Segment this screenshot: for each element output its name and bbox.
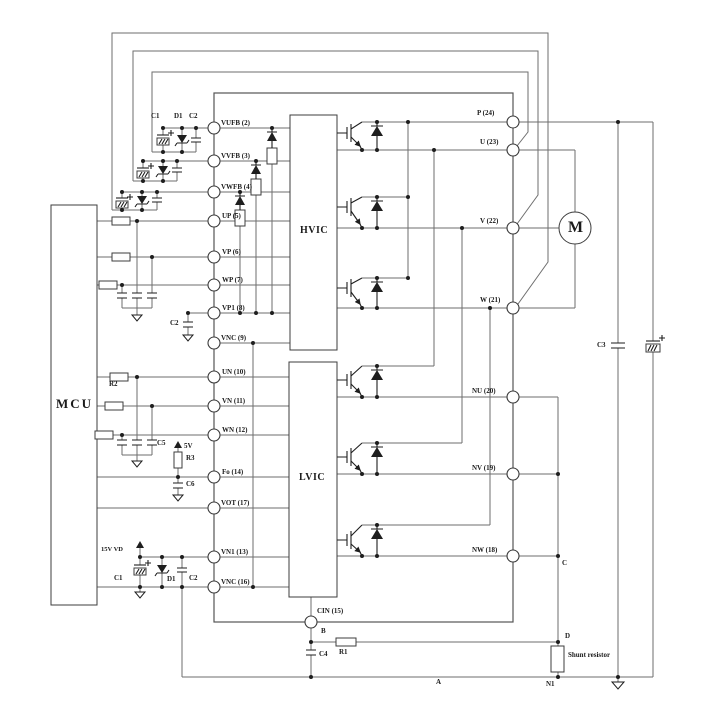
label-c2-bottom: C2 (189, 574, 198, 582)
label-c1-bottom: C1 (114, 574, 123, 582)
motor-symbol (558, 211, 592, 245)
resistor-r3 (173, 451, 183, 469)
power-module-outline (213, 92, 514, 623)
lvic-label: LVIC (299, 472, 326, 483)
ground-icon (610, 681, 626, 690)
pin-label-wp: WP (7) (222, 276, 243, 284)
pin-label-un: UN (10) (222, 368, 246, 376)
igbt-high-v (337, 196, 363, 229)
ground-icon (130, 460, 144, 468)
pin-label-wn: WN (12) (222, 426, 248, 434)
mcu-label: MCU (56, 396, 94, 411)
resistors (94, 147, 565, 673)
cap-c2-vp1 (183, 321, 193, 328)
pin-label-vnc16: VNC (16) (221, 578, 250, 586)
label-15v-vd: 15V VD (101, 546, 123, 553)
lvic-block (288, 361, 338, 598)
node-label-b: B (321, 627, 326, 635)
elcap-bootstrap-v (136, 163, 154, 179)
node-label-c: C (562, 559, 568, 567)
hvic-block (289, 114, 338, 351)
elcap-c1-bottom (133, 560, 151, 576)
mcu-block (50, 204, 98, 606)
elcap-bootstrap-u (156, 130, 174, 146)
igbt-low-v (337, 442, 363, 475)
label-c2-top: C2 (189, 112, 198, 120)
pin-label-v22: V (22) (480, 217, 499, 225)
node-label-d: D (565, 632, 571, 640)
igbt-low-u (337, 365, 363, 398)
pin-label-u23: U (23) (480, 138, 499, 146)
label-r2: R2 (109, 380, 118, 388)
terminal-5v (174, 441, 182, 448)
ground-symbols (130, 314, 626, 690)
pin-label-fo: Fo (14) (222, 468, 244, 476)
pin-label-cin: CIN (15) (317, 607, 344, 615)
pin-label-vp1: VP1 (8) (222, 304, 245, 312)
label-r1: R1 (339, 648, 348, 656)
junction-dots (120, 120, 620, 679)
label-d1-top: D1 (174, 112, 183, 120)
pin-label-vnc9: VNC (9) (221, 334, 247, 342)
capacitors (117, 137, 625, 656)
igbt-low-w (337, 524, 363, 557)
pin-label-vp: VP (6) (222, 248, 241, 256)
igbt-high-u (337, 121, 363, 151)
electrolytic-caps (115, 130, 665, 576)
pin-label-nu20: NU (20) (472, 387, 496, 395)
pin-label-vufb: VUFB (2) (221, 119, 250, 127)
label-5v: 5V (184, 442, 193, 450)
label-c2-vp1: C2 (170, 319, 179, 327)
pin-label-vn: VN (11) (222, 397, 246, 405)
node-label-n1: N1 (546, 680, 555, 688)
supply-terminals (136, 441, 182, 548)
label-c4: C4 (319, 650, 328, 658)
node-label-a: A (436, 678, 442, 686)
zener-d1-bottom (154, 569, 170, 577)
ground-icon (171, 494, 185, 502)
ground-icon (130, 314, 144, 322)
pin-label-nv19: NV (19) (472, 464, 496, 472)
label-c5: C5 (157, 439, 166, 447)
label-r3: R3 (186, 454, 195, 462)
hvic-label: HVIC (300, 225, 329, 236)
igbts (337, 121, 363, 557)
pin-label-p24: P (24) (477, 109, 495, 117)
igbt-high-w (337, 277, 363, 309)
label-d1-bottom: D1 (167, 575, 176, 583)
resistor-r1 (335, 637, 357, 647)
pin-label-up: UP (5) (222, 212, 241, 220)
cap-c6 (173, 482, 183, 489)
resistor-r2 (109, 372, 129, 382)
label-c1-top: C1 (151, 112, 160, 120)
pin-label-w21: W (21) (480, 296, 501, 304)
pin-label-vot: VOT (17) (221, 499, 250, 507)
label-c3: C3 (597, 341, 606, 349)
module-pins (207, 115, 520, 629)
terminal-15v (136, 541, 144, 548)
motor-label: M (568, 219, 584, 236)
label-shunt-resistor: Shunt resistor (568, 651, 611, 659)
pin-label-vn1: VN1 (13) (221, 548, 249, 556)
pin-label-vvfb: VVFB (3) (221, 152, 250, 160)
shunt-resistor (550, 645, 565, 673)
ground-icon (133, 591, 147, 599)
label-c6: C6 (186, 480, 195, 488)
cap-c3 (611, 342, 625, 349)
cap-c4 (306, 649, 316, 656)
elcap-bus (645, 335, 665, 353)
ground-icon (181, 334, 195, 342)
pin-label-vwfb: VWFB (4) (221, 183, 252, 191)
pin-label-nw18: NW (18) (472, 546, 498, 554)
cap-c2-bottom (177, 567, 187, 573)
elcap-bootstrap-w (115, 194, 133, 209)
